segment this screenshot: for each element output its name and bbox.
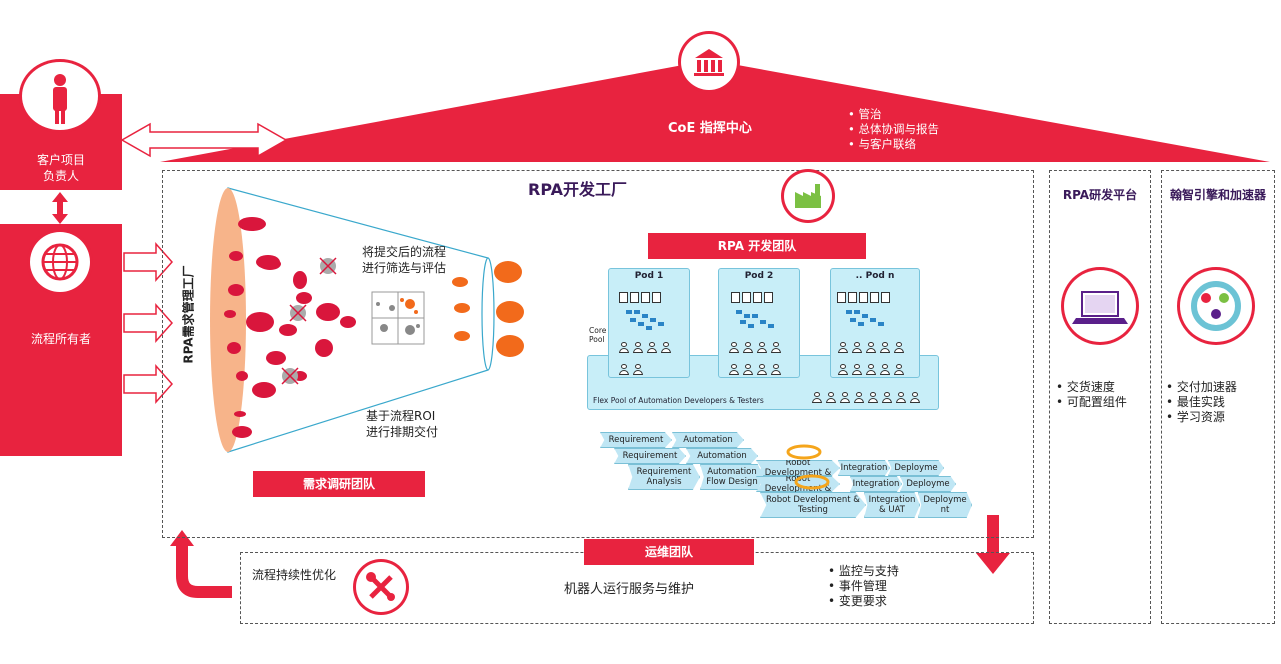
factory-icon [784, 172, 832, 220]
accelerator-bullets: 交付加速器最佳实践学习资源 [1166, 380, 1237, 425]
accelerator-box [1161, 170, 1275, 624]
pipe-r1-req: Requirement [600, 432, 672, 448]
flex-pool-label: Flex Pool of Automation Developers & Tes… [593, 396, 764, 405]
pipe-r2-dep: Deployme [888, 460, 944, 476]
pod-2-people-2 [727, 360, 783, 379]
pod-1 [608, 268, 690, 378]
pipe-r3-int: Integration [850, 476, 902, 492]
pod-1-label: Pod 1 [634, 271, 664, 281]
platform-bullets: 交货速度可配置组件 [1056, 380, 1127, 410]
client-person-icon [22, 62, 98, 130]
ops-main: 机器人运行服务与维护 [564, 582, 695, 597]
coe-title: CoE 指挥中心 [668, 121, 752, 136]
pipe-r3-auto: Automation Flow Design [700, 464, 764, 490]
pod-1-docs [618, 288, 662, 307]
demand-funnel [210, 187, 524, 453]
pod-2-people [727, 338, 783, 357]
pipe-r4-robot: Robot Development & Testing [760, 492, 866, 518]
funnel-text-screen: 将提交后的流程进行筛选与评估 [362, 245, 447, 275]
pod-2-label: Pod 2 [744, 271, 774, 281]
ops-team-tag: 运维团队 [584, 539, 754, 565]
pod-n-label: .. Pod n [855, 271, 895, 281]
accelerator-title: 翰智引擎和加速器 [1169, 188, 1266, 202]
bank-icon [681, 34, 737, 90]
cycle-icon [786, 444, 830, 490]
pipe-r4-int: Integration & UAT [864, 492, 920, 518]
dev-team-tag: RPA 开发团队 [648, 233, 866, 259]
globe-icon [30, 232, 90, 292]
client-label: 客户项目负责人 [36, 153, 85, 183]
ops-continuous: 流程持续性优化 [252, 568, 337, 582]
pod-n-docs [836, 288, 891, 307]
pipe-r2-auto: Automation [686, 448, 758, 464]
pipe-r2-int: Integration [838, 460, 890, 476]
tools-icon [356, 562, 406, 612]
pod-2 [718, 268, 800, 378]
factory-box [162, 170, 1034, 538]
demand-team-tag: 需求调研团队 [253, 471, 425, 497]
pipe-r3-dep: Deployme [900, 476, 956, 492]
platform-box [1049, 170, 1151, 624]
process-owner-label: 流程所有者 [30, 332, 91, 346]
coe-bullets: 管治总体协调与报告与客户联络 [848, 107, 939, 152]
factory-title: RPA开发工厂 [528, 180, 627, 199]
pod-1-people [617, 338, 673, 357]
pod-n-people [836, 338, 906, 357]
platform-title: RPA研发平台 [1062, 188, 1138, 202]
pipe-r3-req: Requirement Analysis [628, 464, 700, 490]
pipe-r1-auto: Automation [672, 432, 744, 448]
demand-vertical-label: RPA需求管理工厂 [181, 265, 196, 364]
pipe-r2-req: Requirement [614, 448, 686, 464]
pod-1-people-2 [617, 360, 645, 379]
pod-n-people-2 [836, 360, 906, 379]
pipe-r4-dep: Deployme nt [918, 492, 972, 518]
pod-2-docs [730, 288, 774, 307]
laptop-icon [1064, 270, 1136, 342]
pod-n [830, 268, 920, 378]
team-icon [1180, 270, 1252, 342]
pod-robots [626, 310, 884, 330]
flex-pool-people [810, 388, 922, 407]
ops-bullets: 监控与支持事件管理变更要求 [828, 564, 899, 609]
